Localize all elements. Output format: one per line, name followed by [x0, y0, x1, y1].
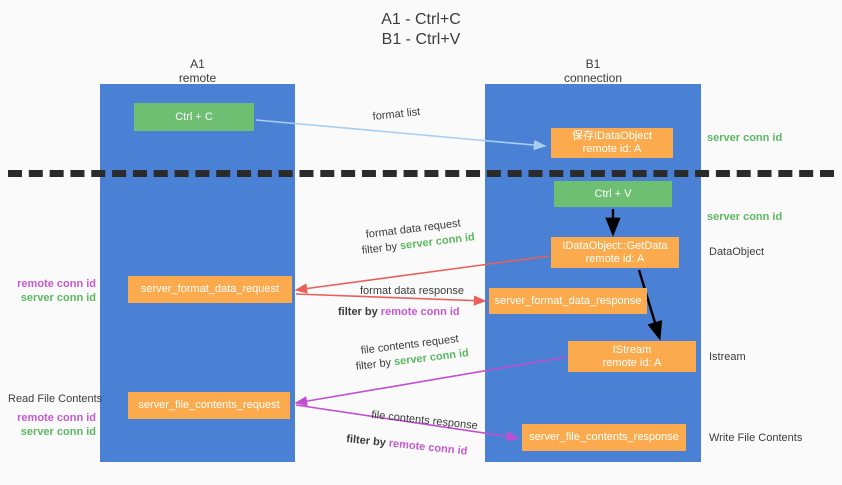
box-istream[interactable]: IStream remote id: A: [568, 341, 696, 372]
edge-label-file-contents-response: file contents response: [370, 408, 479, 434]
box-server-format-data-response-label: server_format_data_response: [494, 294, 642, 307]
lane-a1-name: A1: [190, 57, 205, 71]
annotation-server-conn-id-1: server conn id: [20, 292, 96, 304]
box-server-format-data-request[interactable]: server_format_data_request: [128, 276, 292, 303]
edge-label-format-list: format list: [372, 105, 421, 125]
phase-divider: [8, 170, 834, 177]
annotation-istream-text: Istream: [709, 351, 746, 363]
box-ctrl-v[interactable]: Ctrl + V: [554, 181, 672, 207]
filter-prefix: filter by: [361, 240, 401, 257]
filter-value-remote-conn-id: remote conn id: [388, 437, 468, 458]
annotation-istream: Istream: [709, 350, 746, 364]
annotation-remote-conn-id-1: remote conn id: [17, 278, 96, 290]
annotation-read-file-contents-text: Read File Contents: [8, 393, 103, 405]
lane-a1-role: remote: [178, 71, 217, 85]
box-ctrl-c-label: Ctrl + C: [175, 110, 213, 123]
box-getdata-sub: remote id: A: [585, 252, 645, 265]
box-server-format-data-response[interactable]: server_format_data_response: [489, 288, 647, 314]
edge-label-format-list-text: format list: [372, 106, 421, 123]
annotation-write-file-contents-text: Write File Contents: [709, 432, 803, 444]
edge-label-format-data-response-text: format data response: [360, 285, 464, 297]
box-server-format-data-request-label: server_format_data_request: [140, 283, 280, 295]
filter-prefix: filter by: [345, 432, 390, 450]
box-server-file-contents-request[interactable]: server_file_contents_request: [128, 392, 290, 419]
box-ctrl-c[interactable]: Ctrl + C: [134, 103, 254, 131]
box-server-file-contents-response[interactable]: server_file_contents_response: [522, 424, 686, 451]
annotation-server-conn-id-top-text: server conn id: [707, 132, 783, 144]
annotation-server-conn-id-2: server conn id: [20, 426, 96, 438]
annotation-write-file-contents: Write File Contents: [709, 431, 802, 445]
box-ctrl-v-label: Ctrl + V: [594, 187, 632, 200]
lane-header-b1: B1 connection: [485, 57, 701, 85]
box-server-file-contents-response-label: server_file_contents_response: [529, 431, 679, 443]
box-istream-sub: remote id: A: [602, 356, 662, 369]
title-line-1: A1 - Ctrl+C: [381, 11, 461, 28]
edge-label-file-contents-response-filter: filter by remote conn id: [345, 432, 468, 460]
annotation-server-conn-id-mid: server conn id: [707, 210, 782, 224]
annotation-server-conn-id-top: server conn id: [707, 131, 782, 145]
box-istream-label: IStream: [612, 343, 652, 356]
annotation-server-conn-id-mid-text: server conn id: [707, 211, 783, 223]
annotation-remote-conn-id-2: remote conn id: [17, 412, 96, 424]
annotation-dataobject: DataObject: [709, 245, 764, 259]
box-getdata[interactable]: IDataObject::GetData remote id: A: [551, 237, 679, 268]
lane-b1-role: connection: [563, 71, 623, 85]
annotation-left-conn-ids-bottom: remote conn id server conn id: [8, 411, 96, 439]
box-server-file-contents-request-label: server_file_contents_request: [138, 399, 280, 411]
box-save-idataobject-label: 保存IDataObject: [571, 130, 653, 142]
box-save-idataobject-sub: remote id: A: [582, 143, 642, 155]
page-title: A1 - Ctrl+C B1 - Ctrl+V: [0, 10, 842, 50]
title-line-2: B1 - Ctrl+V: [381, 31, 461, 48]
edge-label-file-contents-response-text: file contents response: [370, 408, 479, 433]
annotation-read-file-contents: Read File Contents: [8, 392, 103, 406]
edge-label-format-data-response: format data response: [360, 284, 464, 299]
box-save-idataobject[interactable]: 保存IDataObject remote id: A: [551, 128, 673, 158]
lane-header-a1: A1 remote: [100, 57, 295, 85]
box-getdata-label: IDataObject::GetData: [562, 239, 668, 252]
edge-label-format-data-response-filter: filter by remote conn id: [338, 305, 460, 320]
annotation-dataobject-text: DataObject: [709, 246, 765, 258]
filter-value-remote-conn-id: remote conn id: [380, 306, 460, 318]
filter-prefix: filter by: [355, 356, 395, 373]
lane-b1-name: B1: [585, 57, 601, 71]
annotation-left-conn-ids-top: remote conn id server conn id: [8, 277, 96, 305]
filter-prefix: filter by: [338, 306, 381, 318]
